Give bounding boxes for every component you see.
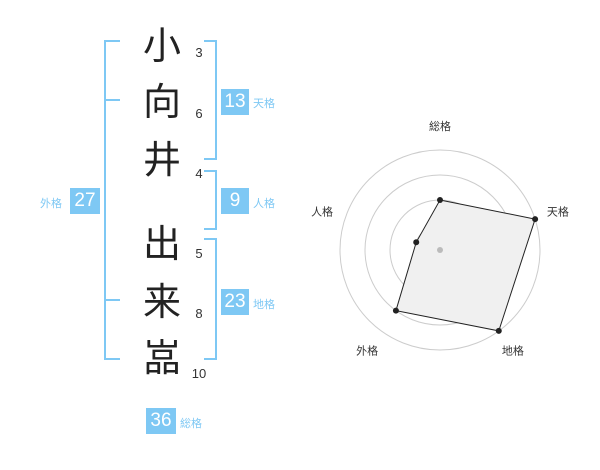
radar-axis-label: 外格 (356, 343, 378, 357)
name-char-6: 嵓 (142, 336, 181, 380)
name-char-3: 井 (142, 138, 181, 182)
stroke-count-2: 6 (195, 106, 203, 121)
gaikaku-badge: 27 (70, 188, 100, 214)
radar-center-point (437, 247, 443, 253)
name-char-4: 出 (142, 222, 181, 266)
radar-data-point (413, 239, 420, 246)
stroke-count-4: 5 (195, 246, 203, 261)
soukaku-label: 総格 (180, 417, 202, 430)
stroke-count-6: 10 (191, 366, 207, 381)
name-char-5: 来 (142, 280, 181, 324)
radar-data-polygon (395, 199, 536, 332)
jinkaku-bracket (204, 170, 217, 230)
radar-data-point (437, 197, 443, 203)
stroke-count-3: 4 (195, 166, 203, 181)
name-char-2: 向 (142, 80, 181, 124)
chikaku-label: 地格 (253, 298, 275, 311)
radar-data-point (532, 216, 539, 223)
radar-axis-label: 人格 (311, 205, 333, 219)
radar-data-point (392, 307, 399, 314)
soukaku-badge: 36 (146, 408, 176, 434)
radar-data-point (495, 327, 502, 334)
radar-axis-label: 地格 (502, 343, 524, 357)
name-char-1: 小 (142, 24, 181, 68)
jinkaku-badge: 9 (221, 188, 249, 214)
stroke-count-1: 3 (195, 45, 203, 60)
chikaku-badge: 23 (221, 289, 249, 315)
radar-grid-ring (339, 149, 541, 351)
stroke-count-5: 8 (195, 306, 203, 321)
jinkaku-label: 人格 (253, 197, 275, 210)
tenkaku-label: 天格 (253, 97, 275, 110)
gaikaku-bracket (104, 40, 120, 360)
radar-axis-label: 総格 (429, 119, 451, 133)
tenkaku-bracket (204, 40, 217, 160)
radar-axis-label: 天格 (547, 205, 569, 219)
tenkaku-badge: 13 (221, 89, 249, 115)
gaikaku-label: 外格 (40, 197, 62, 210)
chikaku-bracket (204, 238, 217, 360)
